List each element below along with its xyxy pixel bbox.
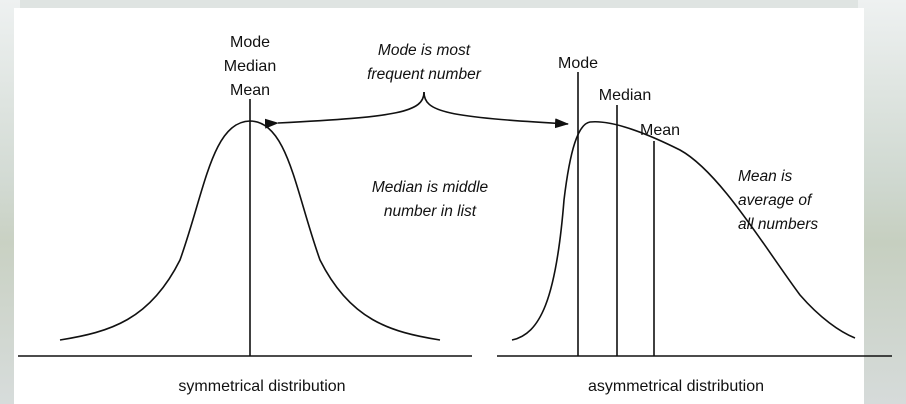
asymmetric-mode-label: Mode	[558, 55, 598, 72]
mode-note-line1: Mode is most	[378, 42, 471, 59]
background-right-edge	[858, 0, 906, 404]
symmetric-mode-label: Mode	[230, 34, 270, 51]
diagram-panel	[14, 8, 864, 404]
symmetric-mean-label: Mean	[230, 82, 270, 99]
mean-note-line1: Mean is	[738, 168, 793, 185]
symmetric-caption: symmetrical distribution	[178, 378, 345, 395]
mode-note-line2: frequent number	[367, 66, 482, 83]
asymmetric-mean-label: Mean	[640, 122, 680, 139]
mean-note-line2: average of	[738, 192, 813, 209]
mean-note-line3: all numbers	[738, 216, 818, 233]
asymmetric-median-label: Median	[599, 87, 651, 104]
symmetric-median-label: Median	[224, 58, 276, 75]
asymmetric-caption: asymmetrical distribution	[588, 378, 764, 395]
median-note-line1: Median is middle	[372, 179, 489, 196]
mode-note-connector	[264, 91, 425, 129]
median-note-line2: number in list	[384, 203, 477, 220]
asymmetric-curve	[511, 120, 856, 341]
mode-note-connector-right	[423, 91, 569, 129]
